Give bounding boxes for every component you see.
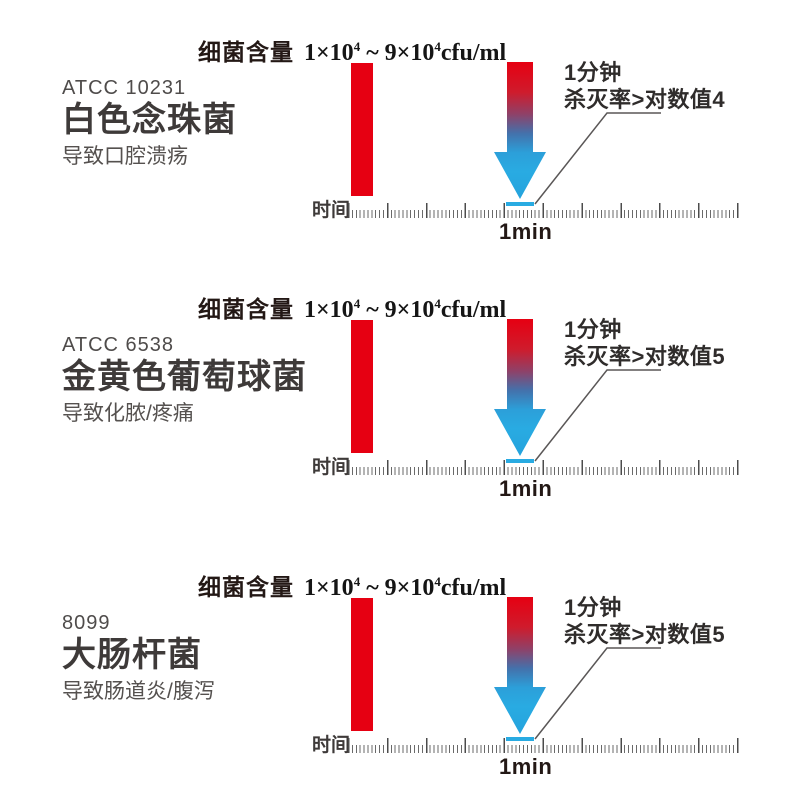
- bacteria-content-header: 细菌含量 1×104 ~ 9×104cfu/ml: [198, 568, 506, 602]
- time-axis-label: 时间: [312, 735, 351, 756]
- section-e-coli: 细菌含量 1×104 ~ 9×104cfu/ml 8099 大肠杆菌 导致肠道炎…: [0, 568, 800, 800]
- formula-exponent: 4: [434, 296, 441, 311]
- organism-name: 白色念珠菌: [62, 101, 237, 139]
- bacteria-content-label: 细菌含量: [198, 574, 294, 600]
- time-ruler: [348, 738, 739, 753]
- organism-id-block: ATCC 10231 白色念珠菌 导致口腔溃疡: [62, 77, 237, 169]
- bacteria-concentration-formula: 1×104 ~ 9×104cfu/ml: [304, 575, 506, 602]
- section-staph-aureus: 细菌含量 1×104 ~ 9×104cfu/ml ATCC 6538 金黄色葡萄…: [0, 290, 800, 535]
- ruler-major-ticks: [348, 203, 739, 218]
- formula-mid: ~ 9×10: [360, 297, 435, 323]
- bacteria-concentration-formula: 1×104 ~ 9×104cfu/ml: [304, 297, 506, 324]
- time-axis-label: 时间: [312, 200, 351, 221]
- organism-id-block: ATCC 6538 金黄色葡萄球菌 导致化脓/疼痛: [62, 334, 307, 426]
- one-minute-label: 1min: [499, 754, 553, 779]
- formula-mid: ~ 9×10: [360, 40, 435, 66]
- one-minute-label: 1min: [499, 219, 553, 244]
- formula-pre: 1×10: [304, 40, 354, 66]
- organism-name: 金黄色葡萄球菌: [62, 358, 307, 396]
- formula-exponent: 4: [434, 574, 441, 589]
- strain-code: 8099: [62, 612, 111, 634]
- organism-harm: 导致化脓/疼痛: [62, 402, 194, 425]
- bacteria-content-header: 细菌含量 1×104 ~ 9×104cfu/ml: [198, 33, 506, 67]
- callout-leader-line: [534, 369, 661, 462]
- time-ruler: [348, 203, 739, 218]
- formula-pre: 1×10: [304, 297, 354, 323]
- strain-code: ATCC 6538: [62, 334, 175, 356]
- formula-unit: cfu/ml: [440, 40, 507, 66]
- formula-exponent: 4: [353, 574, 361, 589]
- kill-arrow-icon: [494, 597, 546, 734]
- formula-unit: cfu/ml: [440, 575, 507, 601]
- bacteria-content-label: 细菌含量: [198, 39, 294, 65]
- callout-time: 1分钟: [564, 60, 622, 85]
- callout-leader-line: [534, 647, 661, 740]
- initial-load-bar: [351, 63, 373, 196]
- bacteria-content-header: 细菌含量 1×104 ~ 9×104cfu/ml: [198, 290, 506, 324]
- initial-load-bar: [351, 320, 373, 453]
- callout-result: 杀灭率>对数值5: [564, 344, 726, 369]
- organism-harm: 导致肠道炎/腹泻: [62, 680, 215, 703]
- callout-leader-line: [534, 112, 661, 205]
- initial-load-bar: [351, 598, 373, 731]
- kill-rate-callout: 1分钟 杀灭率>对数值4: [564, 59, 725, 113]
- kill-rate-callout: 1分钟 杀灭率>对数值5: [564, 594, 725, 648]
- callout-time: 1分钟: [564, 595, 622, 620]
- one-minute-marker: [506, 202, 534, 206]
- ruler-major-ticks: [348, 738, 739, 753]
- organism-name: 大肠杆菌: [62, 636, 202, 674]
- kill-arrow-icon: [494, 319, 546, 456]
- callout-result: 杀灭率>对数值5: [564, 622, 726, 647]
- kill-arrow-icon: [494, 62, 546, 199]
- one-minute-marker: [506, 737, 534, 741]
- time-axis-label: 时间: [312, 457, 351, 478]
- organism-id-block: 8099 大肠杆菌 导致肠道炎/腹泻: [62, 612, 215, 704]
- kill-rate-callout: 1分钟 杀灭率>对数值5: [564, 316, 725, 370]
- formula-exponent: 4: [353, 39, 361, 54]
- formula-exponent: 4: [353, 296, 361, 311]
- organism-harm: 导致口腔溃疡: [62, 145, 188, 168]
- section-candida-albicans: 细菌含量 1×104 ~ 9×104cfu/ml ATCC 10231 白色念珠…: [0, 33, 800, 278]
- formula-mid: ~ 9×10: [360, 575, 435, 601]
- one-minute-marker: [506, 459, 534, 463]
- bacteria-concentration-formula: 1×104 ~ 9×104cfu/ml: [304, 40, 506, 67]
- formula-pre: 1×10: [304, 575, 354, 601]
- formula-unit: cfu/ml: [440, 297, 507, 323]
- bacteria-content-label: 细菌含量: [198, 296, 294, 322]
- callout-time: 1分钟: [564, 317, 622, 342]
- formula-exponent: 4: [434, 39, 441, 54]
- callout-result: 杀灭率>对数值4: [564, 87, 726, 112]
- one-minute-label: 1min: [499, 476, 553, 501]
- ruler-major-ticks: [348, 460, 739, 475]
- time-ruler: [348, 460, 739, 475]
- strain-code: ATCC 10231: [62, 77, 187, 99]
